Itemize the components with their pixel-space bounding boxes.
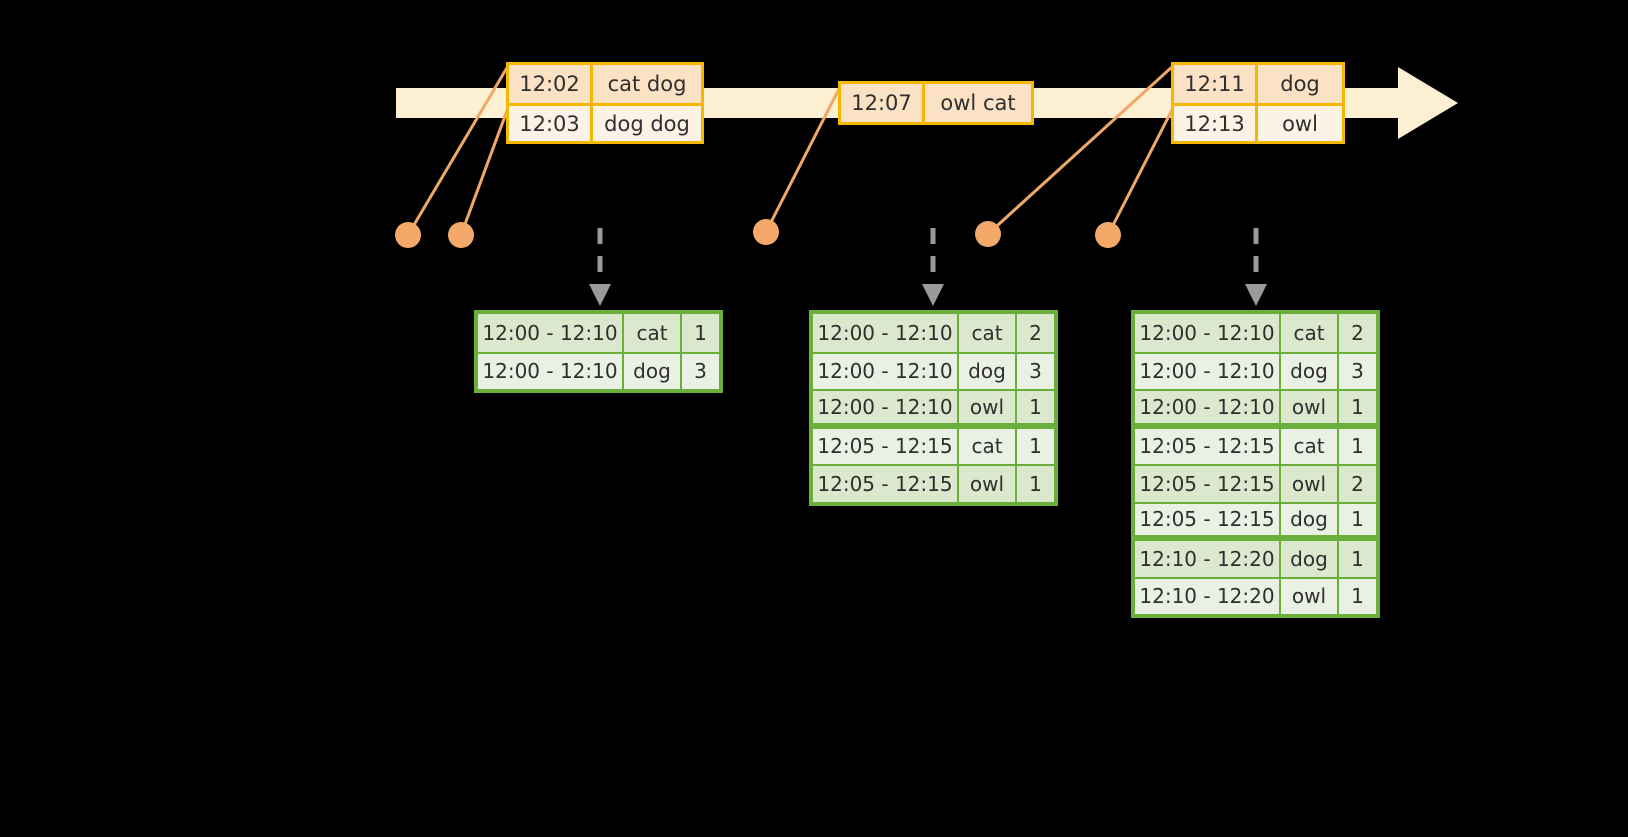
count-cell: 1 [1351, 507, 1364, 532]
count-cell: 2 [1029, 320, 1042, 345]
count-cell: 2 [1351, 471, 1364, 496]
count-cell: 1 [1351, 584, 1364, 609]
event-row[interactable]: 12:13 owl [1174, 103, 1342, 141]
event-box-2[interactable]: 12:07 owl cat [838, 81, 1034, 125]
event-box-3[interactable]: 12:11 dog 12:13 owl [1171, 62, 1345, 144]
event-dot-2[interactable] [448, 222, 474, 248]
window-cell: 12:05 - 12:15 [813, 428, 959, 464]
event-words: owl cat [940, 91, 1016, 115]
event-time: 12:07 [841, 84, 925, 122]
event-time: 12:03 [509, 106, 593, 141]
word-cell: dog [1281, 503, 1339, 535]
event-row[interactable]: 12:11 dog [1174, 65, 1342, 103]
window-cell: 12:10 - 12:20 [1135, 578, 1281, 614]
window-cell: 12:05 - 12:15 [1135, 466, 1281, 502]
connector-2 [459, 107, 510, 236]
count-cell: 1 [1029, 394, 1042, 419]
event-dot-4[interactable] [975, 221, 1001, 247]
count-cell: 3 [1351, 359, 1364, 384]
count-cell: 1 [1029, 434, 1042, 459]
dashed-down-arrow-icon-1 [589, 228, 611, 306]
word-cell: owl [1281, 466, 1339, 502]
window-cell: 12:00 - 12:10 [1135, 391, 1281, 423]
window-cell: 12:10 - 12:20 [1135, 541, 1281, 577]
timeline-arrow-icon [1398, 67, 1458, 139]
word-cell: owl [1281, 391, 1339, 423]
word-cell: owl [959, 391, 1017, 423]
word-cell: owl [1281, 578, 1339, 614]
count-cell: 3 [694, 359, 707, 384]
word-cell: cat [624, 314, 682, 352]
connector-5 [1106, 107, 1175, 236]
event-words: dog dog [604, 111, 690, 136]
window-cell: 12:05 - 12:15 [813, 466, 959, 502]
word-cell: cat [1281, 314, 1339, 352]
word-cell: owl [959, 466, 1017, 502]
count-cell: 3 [1029, 359, 1042, 384]
event-words: dog [1280, 72, 1320, 96]
word-cell: cat [959, 428, 1017, 464]
window-cell: 12:00 - 12:10 [1135, 314, 1281, 352]
event-box-1[interactable]: 12:02 cat dog 12:03 dog dog [506, 62, 704, 144]
window-cell: 12:00 - 12:10 [813, 353, 959, 389]
event-words: owl [1282, 111, 1318, 136]
count-cell: 1 [1351, 546, 1364, 571]
window-cell: 12:00 - 12:10 [813, 391, 959, 423]
word-cell: dog [1281, 541, 1339, 577]
window-cell: 12:05 - 12:15 [1135, 503, 1281, 535]
event-row[interactable]: 12:07 owl cat [841, 84, 1031, 122]
event-words: cat dog [607, 72, 687, 96]
window-cell: 12:00 - 12:10 [813, 314, 959, 352]
word-cell: dog [624, 353, 682, 389]
count-cell: 2 [1351, 320, 1364, 345]
event-dot-1[interactable] [395, 222, 421, 248]
count-cell: 1 [1351, 434, 1364, 459]
count-cell: 1 [1351, 394, 1364, 419]
event-row[interactable]: 12:03 dog dog [509, 103, 701, 141]
dashed-down-arrow-icon-3 [1245, 228, 1267, 306]
event-time: 12:02 [509, 65, 593, 103]
word-cell: cat [959, 314, 1017, 352]
window-cell: 12:05 - 12:15 [1135, 428, 1281, 464]
event-dot-5[interactable] [1095, 222, 1121, 248]
window-cell: 12:00 - 12:10 [478, 353, 624, 389]
dashed-down-arrow-icon-2 [922, 228, 944, 306]
window-cell: 12:00 - 12:10 [1135, 353, 1281, 389]
count-cell: 1 [1029, 471, 1042, 496]
event-dot-3[interactable] [753, 219, 779, 245]
count-cell: 1 [694, 320, 707, 345]
word-cell: dog [959, 353, 1017, 389]
event-time: 12:11 [1174, 65, 1258, 103]
event-row[interactable]: 12:02 cat dog [509, 65, 701, 103]
window-cell: 12:00 - 12:10 [478, 314, 624, 352]
event-time: 12:13 [1174, 106, 1258, 141]
word-cell: cat [1281, 428, 1339, 464]
word-cell: dog [1281, 353, 1339, 389]
